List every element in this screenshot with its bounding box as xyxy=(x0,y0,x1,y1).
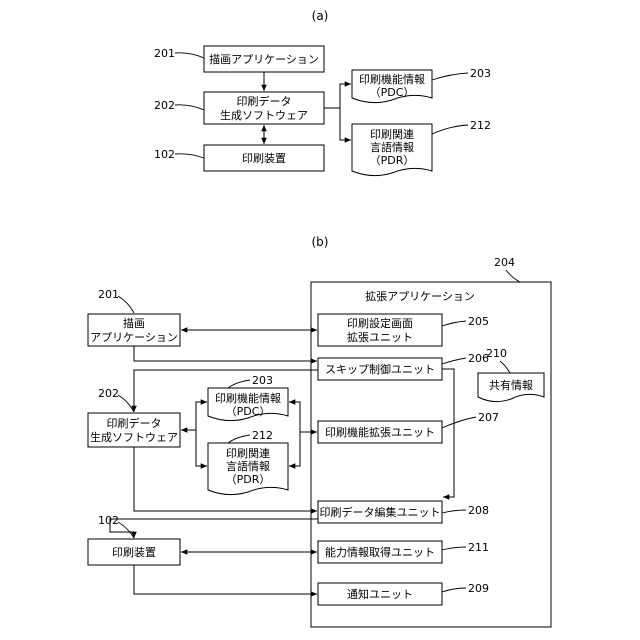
skip-control-unit-label: スキップ制御ユニット xyxy=(325,362,435,376)
printing-device-label: 印刷装置 xyxy=(242,152,286,165)
print-data-software-b-label-line1: 印刷データ xyxy=(107,416,162,430)
leader-203-b xyxy=(228,380,250,388)
ref-204: 204 xyxy=(494,256,515,269)
pdc-b-label-line2: （PDC） xyxy=(226,405,271,418)
printing-device-box-b: 印刷装置 xyxy=(88,539,180,565)
pdr-b-label-line2: 言語情報 xyxy=(226,459,270,473)
ref-202-b: 202 xyxy=(98,387,119,400)
capability-acquisition-unit-label: 能力情報取得ユニット xyxy=(325,545,435,559)
pdc-label-line2: （PDC） xyxy=(370,86,415,99)
leader-102-a xyxy=(175,154,204,158)
pdr-label-line3: （PDR） xyxy=(370,154,415,167)
ref-212-a: 212 xyxy=(470,119,491,132)
settings-screen-unit-label-line2: 拡張ユニット xyxy=(347,330,413,344)
arrow-device-to-notification xyxy=(134,565,317,594)
ref-210: 210 xyxy=(486,347,507,360)
pdr-label-line2: 言語情報 xyxy=(370,140,414,154)
drawing-app-b-label-line1: 描画 xyxy=(123,316,145,330)
figure-b: (b) 拡張アプリケーション 204 描画 アプリケーション 印刷データ 生成ソ… xyxy=(88,235,551,627)
pdc-b-label-line1: 印刷機能情報 xyxy=(215,391,281,405)
ref-207: 207 xyxy=(478,411,499,424)
function-extension-unit: 印刷機能拡張ユニット xyxy=(318,421,442,443)
figure-b-caption: (b) xyxy=(312,235,329,249)
pdr-document-b: 印刷関連 言語情報 （PDR） xyxy=(208,443,288,495)
leader-202-a xyxy=(175,105,204,110)
arrow-pdc-pdr-bracket xyxy=(289,402,300,466)
figure-a: (a) 描画アプリケーション 印刷データ 生成ソフトウェア 印刷装置 印刷機能情… xyxy=(154,9,491,176)
ref-102-b: 102 xyxy=(98,514,119,527)
pdr-b-label-line1: 印刷関連 xyxy=(226,446,270,460)
pdr-document: 印刷関連 言語情報 （PDR） xyxy=(352,124,432,176)
arrow-software-pdc xyxy=(181,402,207,430)
ref-202-a: 202 xyxy=(154,99,175,112)
function-extension-unit-label: 印刷機能拡張ユニット xyxy=(325,425,435,439)
printing-device-box: 印刷装置 xyxy=(204,145,324,171)
settings-screen-unit: 印刷設定画面 拡張ユニット xyxy=(318,314,442,346)
capability-acquisition-unit: 能力情報取得ユニット xyxy=(318,541,442,563)
print-data-software-box-b: 印刷データ 生成ソフトウェア xyxy=(88,413,180,447)
notification-unit-label: 通知ユニット xyxy=(347,587,413,601)
arrow-software-pdr xyxy=(196,430,207,466)
notification-unit: 通知ユニット xyxy=(318,583,442,605)
leader-102-b xyxy=(118,522,134,538)
pdc-document: 印刷機能情報 （PDC） xyxy=(352,70,432,103)
ref-209: 209 xyxy=(468,582,489,595)
skip-control-unit: スキップ制御ユニット xyxy=(318,358,442,380)
drawing-app-label: 描画アプリケーション xyxy=(209,52,319,66)
print-data-software-label-line2: 生成ソフトウェア xyxy=(220,108,308,122)
pdc-label-line1: 印刷機能情報 xyxy=(359,72,425,86)
ref-203-a: 203 xyxy=(470,67,491,80)
pdc-document-b: 印刷機能情報 （PDC） xyxy=(208,388,288,421)
leader-204 xyxy=(506,270,520,282)
print-data-software-b-label-line2: 生成ソフトウェア xyxy=(90,430,178,444)
leader-201-a xyxy=(175,53,204,58)
pdr-label-line1: 印刷関連 xyxy=(370,127,414,141)
arrow-app-to-skip xyxy=(134,346,317,361)
extension-app-title: 拡張アプリケーション xyxy=(365,289,475,303)
ref-208: 208 xyxy=(468,504,489,517)
leader-202-b xyxy=(118,395,134,412)
leader-201-b xyxy=(118,296,134,313)
leader-212-a xyxy=(432,125,468,134)
data-editing-unit-label: 印刷データ編集ユニット xyxy=(320,505,441,519)
drawing-app-b-label-line2: アプリケーション xyxy=(90,331,178,344)
ref-212-b: 212 xyxy=(252,429,273,442)
ref-205: 205 xyxy=(468,315,489,328)
ref-203-b: 203 xyxy=(252,374,273,387)
drawing-app-box-b: 描画 アプリケーション xyxy=(88,314,180,346)
drawing-app-box: 描画アプリケーション xyxy=(204,46,324,72)
ref-102-a: 102 xyxy=(154,148,175,161)
arrow-editing-to-device xyxy=(110,519,318,538)
print-data-software-label-line1: 印刷データ xyxy=(237,94,292,108)
leader-203-a xyxy=(432,73,468,80)
ref-201-b: 201 xyxy=(98,288,119,301)
ref-211: 211 xyxy=(468,541,489,554)
data-editing-unit: 印刷データ編集ユニット xyxy=(318,501,442,523)
settings-screen-unit-label-line1: 印刷設定画面 xyxy=(347,316,413,330)
pdr-b-label-line3: （PDR） xyxy=(226,473,271,486)
figure-a-caption: (a) xyxy=(312,9,329,23)
arrow-software-to-pdr xyxy=(340,108,351,140)
ref-201-a: 201 xyxy=(154,47,175,60)
leader-212-b xyxy=(228,435,250,443)
arrow-software-to-pdc xyxy=(324,84,351,108)
printing-device-b-label: 印刷装置 xyxy=(112,546,156,559)
print-data-software-box: 印刷データ 生成ソフトウェア xyxy=(204,92,324,124)
shared-info-label: 共有情報 xyxy=(489,378,533,392)
